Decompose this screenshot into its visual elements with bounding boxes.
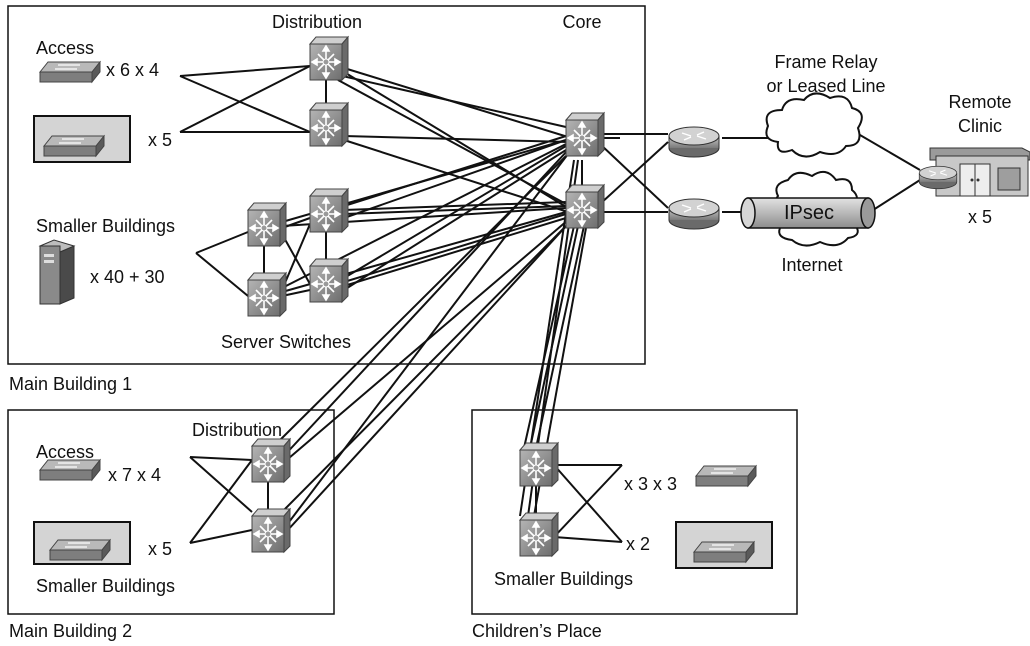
remote-clinic-label-line2: Clinic: [957, 116, 1003, 136]
server-switches-label: Server Switches: [220, 332, 352, 352]
cp-access-box-icon: [675, 521, 773, 569]
mb1-server-switch-3-icon: [309, 188, 349, 233]
core-label: Core: [562, 12, 602, 32]
cp-access-count: x 3 x 3: [624, 474, 678, 494]
mb1-access-switch-icon: [39, 61, 101, 83]
cp-smaller-buildings-label: Smaller Buildings: [494, 569, 634, 589]
remote-clinic-label-line1: Remote: [948, 92, 1012, 112]
mb1-distribution-switch-1-icon: [309, 36, 349, 81]
mb1-smaller-buildings-server-icon: [39, 239, 75, 305]
mb1-access-box-icon: [33, 115, 131, 163]
cp-switch-1-icon: [519, 442, 559, 487]
main-building-2-caption: Main Building 2: [9, 621, 133, 641]
remote-clinic-building-icon: [929, 147, 1030, 197]
mb1-smaller-buildings-label: Smaller Buildings: [36, 216, 176, 236]
frame-relay-label-line2: or Leased Line: [766, 76, 886, 96]
mb1-server-switch-2-icon: [247, 272, 287, 317]
core-switch-1-icon: [565, 112, 605, 157]
mb2-distribution-label: Distribution: [192, 420, 283, 440]
cp-switch-2-icon: [519, 512, 559, 557]
cp-box-count: x 2: [626, 534, 651, 554]
mb2-access-switch-icon: [39, 459, 101, 481]
mb2-access-box-icon: [33, 521, 131, 565]
mb1-server-switch-1-icon: [247, 202, 287, 247]
mb2-distribution-switch-2-icon: [251, 508, 291, 553]
internet-label: Internet: [781, 255, 843, 275]
mb1-access-box-count: x 5: [148, 130, 173, 150]
ipsec-label: IPsec: [784, 202, 835, 224]
mb2-access-count: x 7 x 4: [108, 465, 162, 485]
mb1-smaller-buildings-count: x 40 + 30: [90, 267, 165, 287]
remote-clinic-router-icon: [918, 165, 958, 190]
remote-clinic-count: x 5: [967, 207, 993, 227]
mb2-access-label: Access: [36, 442, 95, 462]
cp-access-switch-icon: [695, 465, 757, 487]
core-switch-2-icon: [565, 184, 605, 229]
mb1-distribution-switch-2-icon: [309, 102, 349, 147]
frame-relay-cloud-icon: [765, 92, 863, 158]
mb1-distribution-label: Distribution: [271, 12, 363, 32]
main-building-1-caption: Main Building 1: [9, 374, 133, 394]
mb2-box-count: x 5: [148, 539, 173, 559]
mb1-server-switch-4-icon: [309, 258, 349, 303]
mb1-access-label: Access: [36, 38, 95, 58]
ipsec-tunnel-icon: [740, 197, 876, 229]
mb1-access-count: x 6 x 4: [106, 60, 160, 80]
mb2-smaller-buildings-label: Smaller Buildings: [36, 576, 176, 596]
internet-router-icon: [668, 198, 720, 230]
childrens-place-box: [471, 409, 798, 615]
childrens-place-caption: Children’s Place: [472, 621, 602, 641]
frame-relay-router-icon: [668, 126, 720, 158]
mb2-distribution-switch-1-icon: [251, 438, 291, 483]
frame-relay-label-line1: Frame Relay: [774, 52, 878, 72]
main-building-2-box: [7, 409, 335, 615]
